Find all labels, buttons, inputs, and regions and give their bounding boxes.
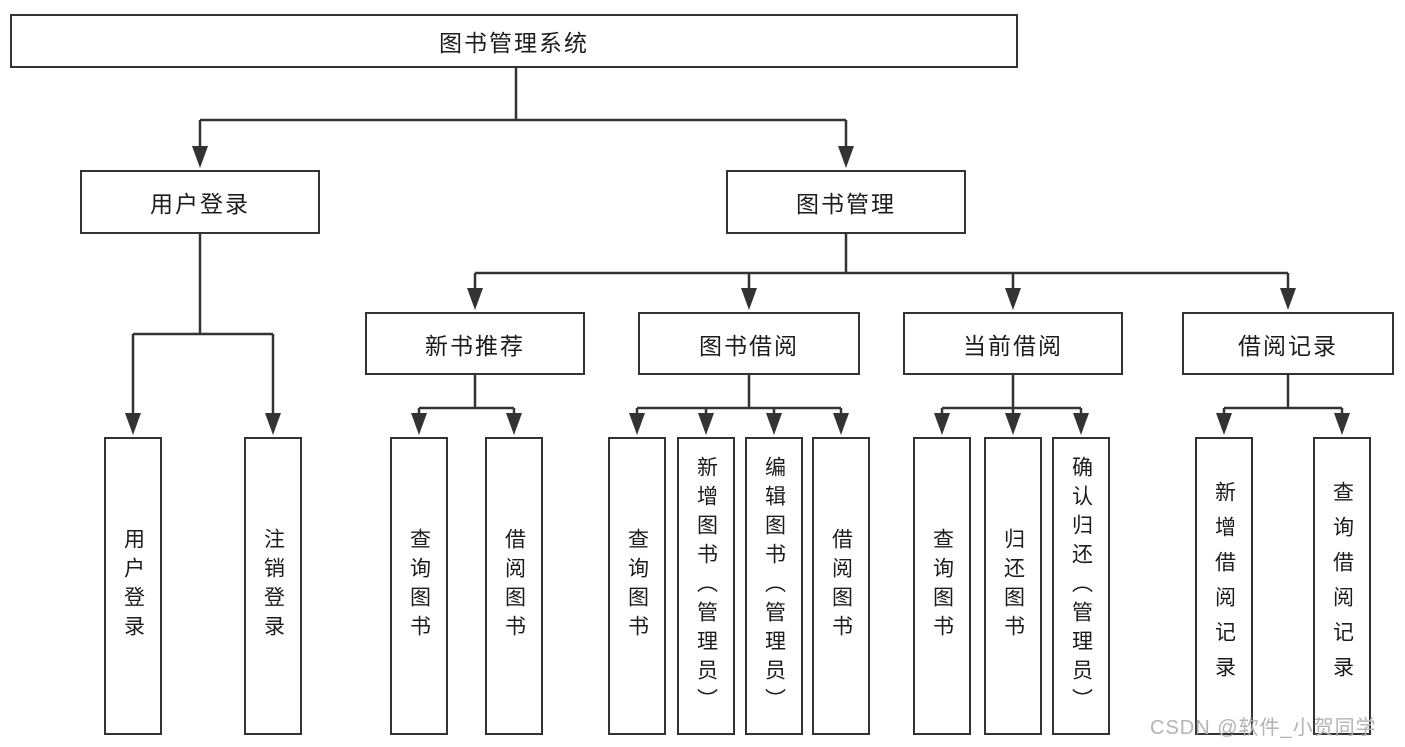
leaf-borrow-books-borrowing: 借阅图书 xyxy=(812,437,870,735)
leaf-edit-books-admin: 编辑图书（管理员） xyxy=(745,437,803,735)
leaf-query-books-current: 查询图书 xyxy=(913,437,971,735)
node-book-borrowing: 图书借阅 xyxy=(638,312,860,375)
node-borrowing-records: 借阅记录 xyxy=(1182,312,1394,375)
leaf-confirm-return-admin: 确认归还（管理员） xyxy=(1052,437,1110,735)
node-new-book-recommend: 新书推荐 xyxy=(365,312,585,375)
leaf-add-borrow-record: 新增借阅记录 xyxy=(1195,437,1253,735)
leaf-logout: 注销登录 xyxy=(244,437,302,735)
node-user-login-module: 用户登录 xyxy=(80,170,320,234)
node-root-library-system: 图书管理系统 xyxy=(10,14,1018,68)
leaf-borrow-books-newbooks: 借阅图书 xyxy=(485,437,543,735)
leaf-add-books-admin: 新增图书（管理员） xyxy=(677,437,735,735)
leaf-query-books-borrowing: 查询图书 xyxy=(608,437,666,735)
leaf-return-books: 归还图书 xyxy=(984,437,1042,735)
tree-branch-lines xyxy=(133,68,1342,410)
node-current-borrowing: 当前借阅 xyxy=(903,312,1123,375)
csdn-watermark: CSDN @软件_小贺同学 xyxy=(1150,717,1377,739)
node-book-management-module: 图书管理 xyxy=(726,170,966,234)
leaf-query-books-newbooks: 查询图书 xyxy=(390,437,448,735)
leaf-user-login: 用户登录 xyxy=(104,437,162,735)
leaf-query-borrow-record: 查询借阅记录 xyxy=(1313,437,1371,735)
